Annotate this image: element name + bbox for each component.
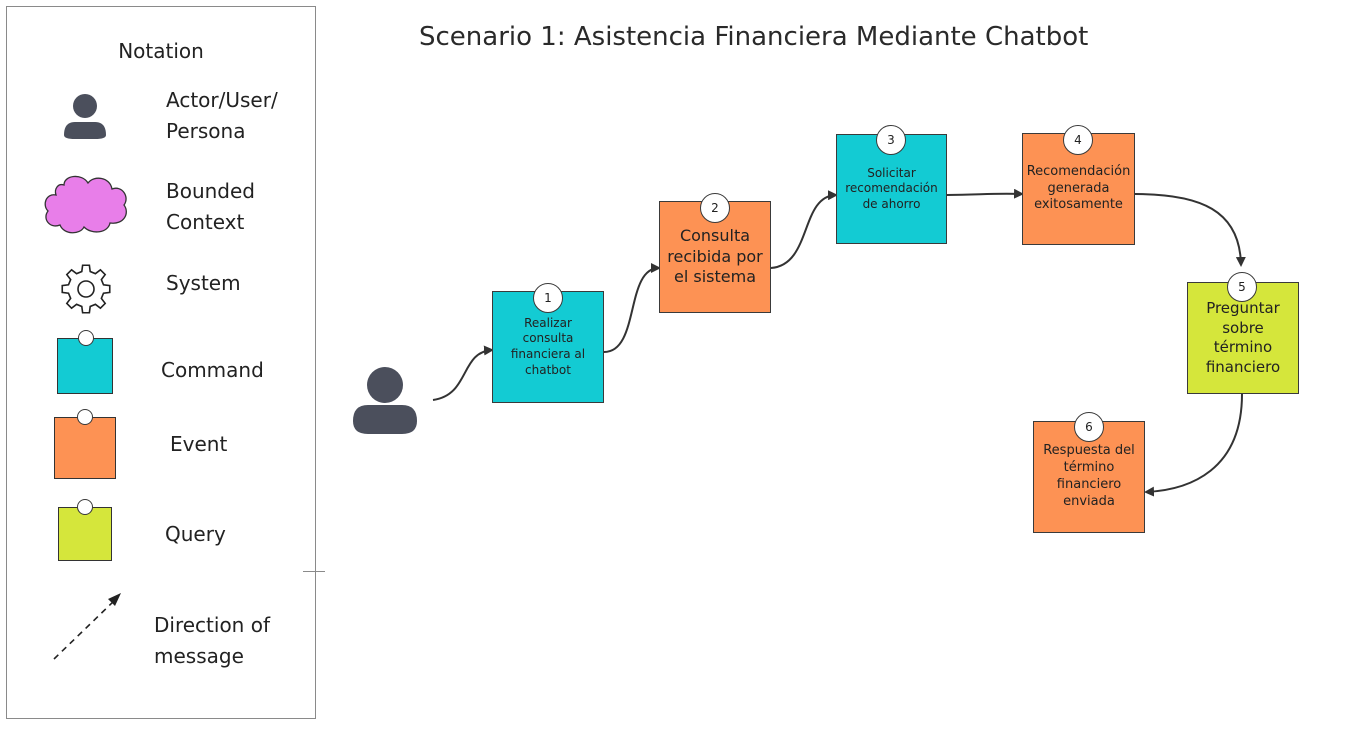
panel-tick xyxy=(303,571,325,572)
dashed-arrow-icon xyxy=(53,593,121,660)
step-2-text: Consulta recibida por el sistema xyxy=(667,225,763,287)
step-5-badge: 5 xyxy=(1227,272,1257,302)
step-6-text: Respuesta del término financiero enviada xyxy=(1043,443,1135,509)
step-4-text: Recomendación generada exitosamente xyxy=(1026,163,1131,213)
query-sticky-circle xyxy=(77,499,93,515)
step-2-badge: 2 xyxy=(700,193,730,223)
step-1-badge: 1 xyxy=(533,283,563,313)
cloud-icon xyxy=(44,175,127,234)
notation-title: Notation xyxy=(118,39,204,63)
query-sticky-icon xyxy=(58,507,112,561)
person-icon xyxy=(64,94,106,139)
gear-icon xyxy=(61,264,111,314)
command-sticky-solicitar-recomendacion: Solicitar recomendación de ahorro xyxy=(836,134,947,244)
event-sticky-circle xyxy=(77,409,93,425)
step-1-text: Realizar consulta financiera al chatbot xyxy=(510,315,586,377)
command-sticky-circle xyxy=(78,330,94,346)
connector-5-to-6 xyxy=(1144,393,1243,497)
connector-2-to-3 xyxy=(770,190,838,269)
legend-actor-label: Actor/User/Persona xyxy=(166,88,278,143)
legend-system-label: System xyxy=(166,271,241,295)
connector-actor-to-1 xyxy=(432,345,494,401)
legend-event-label: Event xyxy=(170,432,228,456)
step-3-text: Solicitar recomendación de ahorro xyxy=(845,165,938,211)
command-sticky-icon xyxy=(57,338,113,394)
person-icon xyxy=(353,367,417,434)
legend-query-label: Query xyxy=(165,522,226,546)
legend-command-label: Command xyxy=(161,358,264,382)
step-4-badge: 4 xyxy=(1063,125,1093,155)
step-3-badge: 3 xyxy=(876,125,906,155)
step-6-badge: 6 xyxy=(1074,412,1104,442)
event-sticky-consulta-recibida: Consulta recibida por el sistema xyxy=(659,201,771,313)
connector-3-to-4 xyxy=(946,188,1024,199)
diagram-title: Scenario 1: Asistencia Financiera Median… xyxy=(419,22,1089,52)
connector-4-to-5 xyxy=(1134,193,1246,267)
event-sticky-icon xyxy=(54,417,116,479)
connector-1-to-2 xyxy=(603,263,661,353)
step-5-text: Preguntar sobre término financiero xyxy=(1205,299,1281,376)
